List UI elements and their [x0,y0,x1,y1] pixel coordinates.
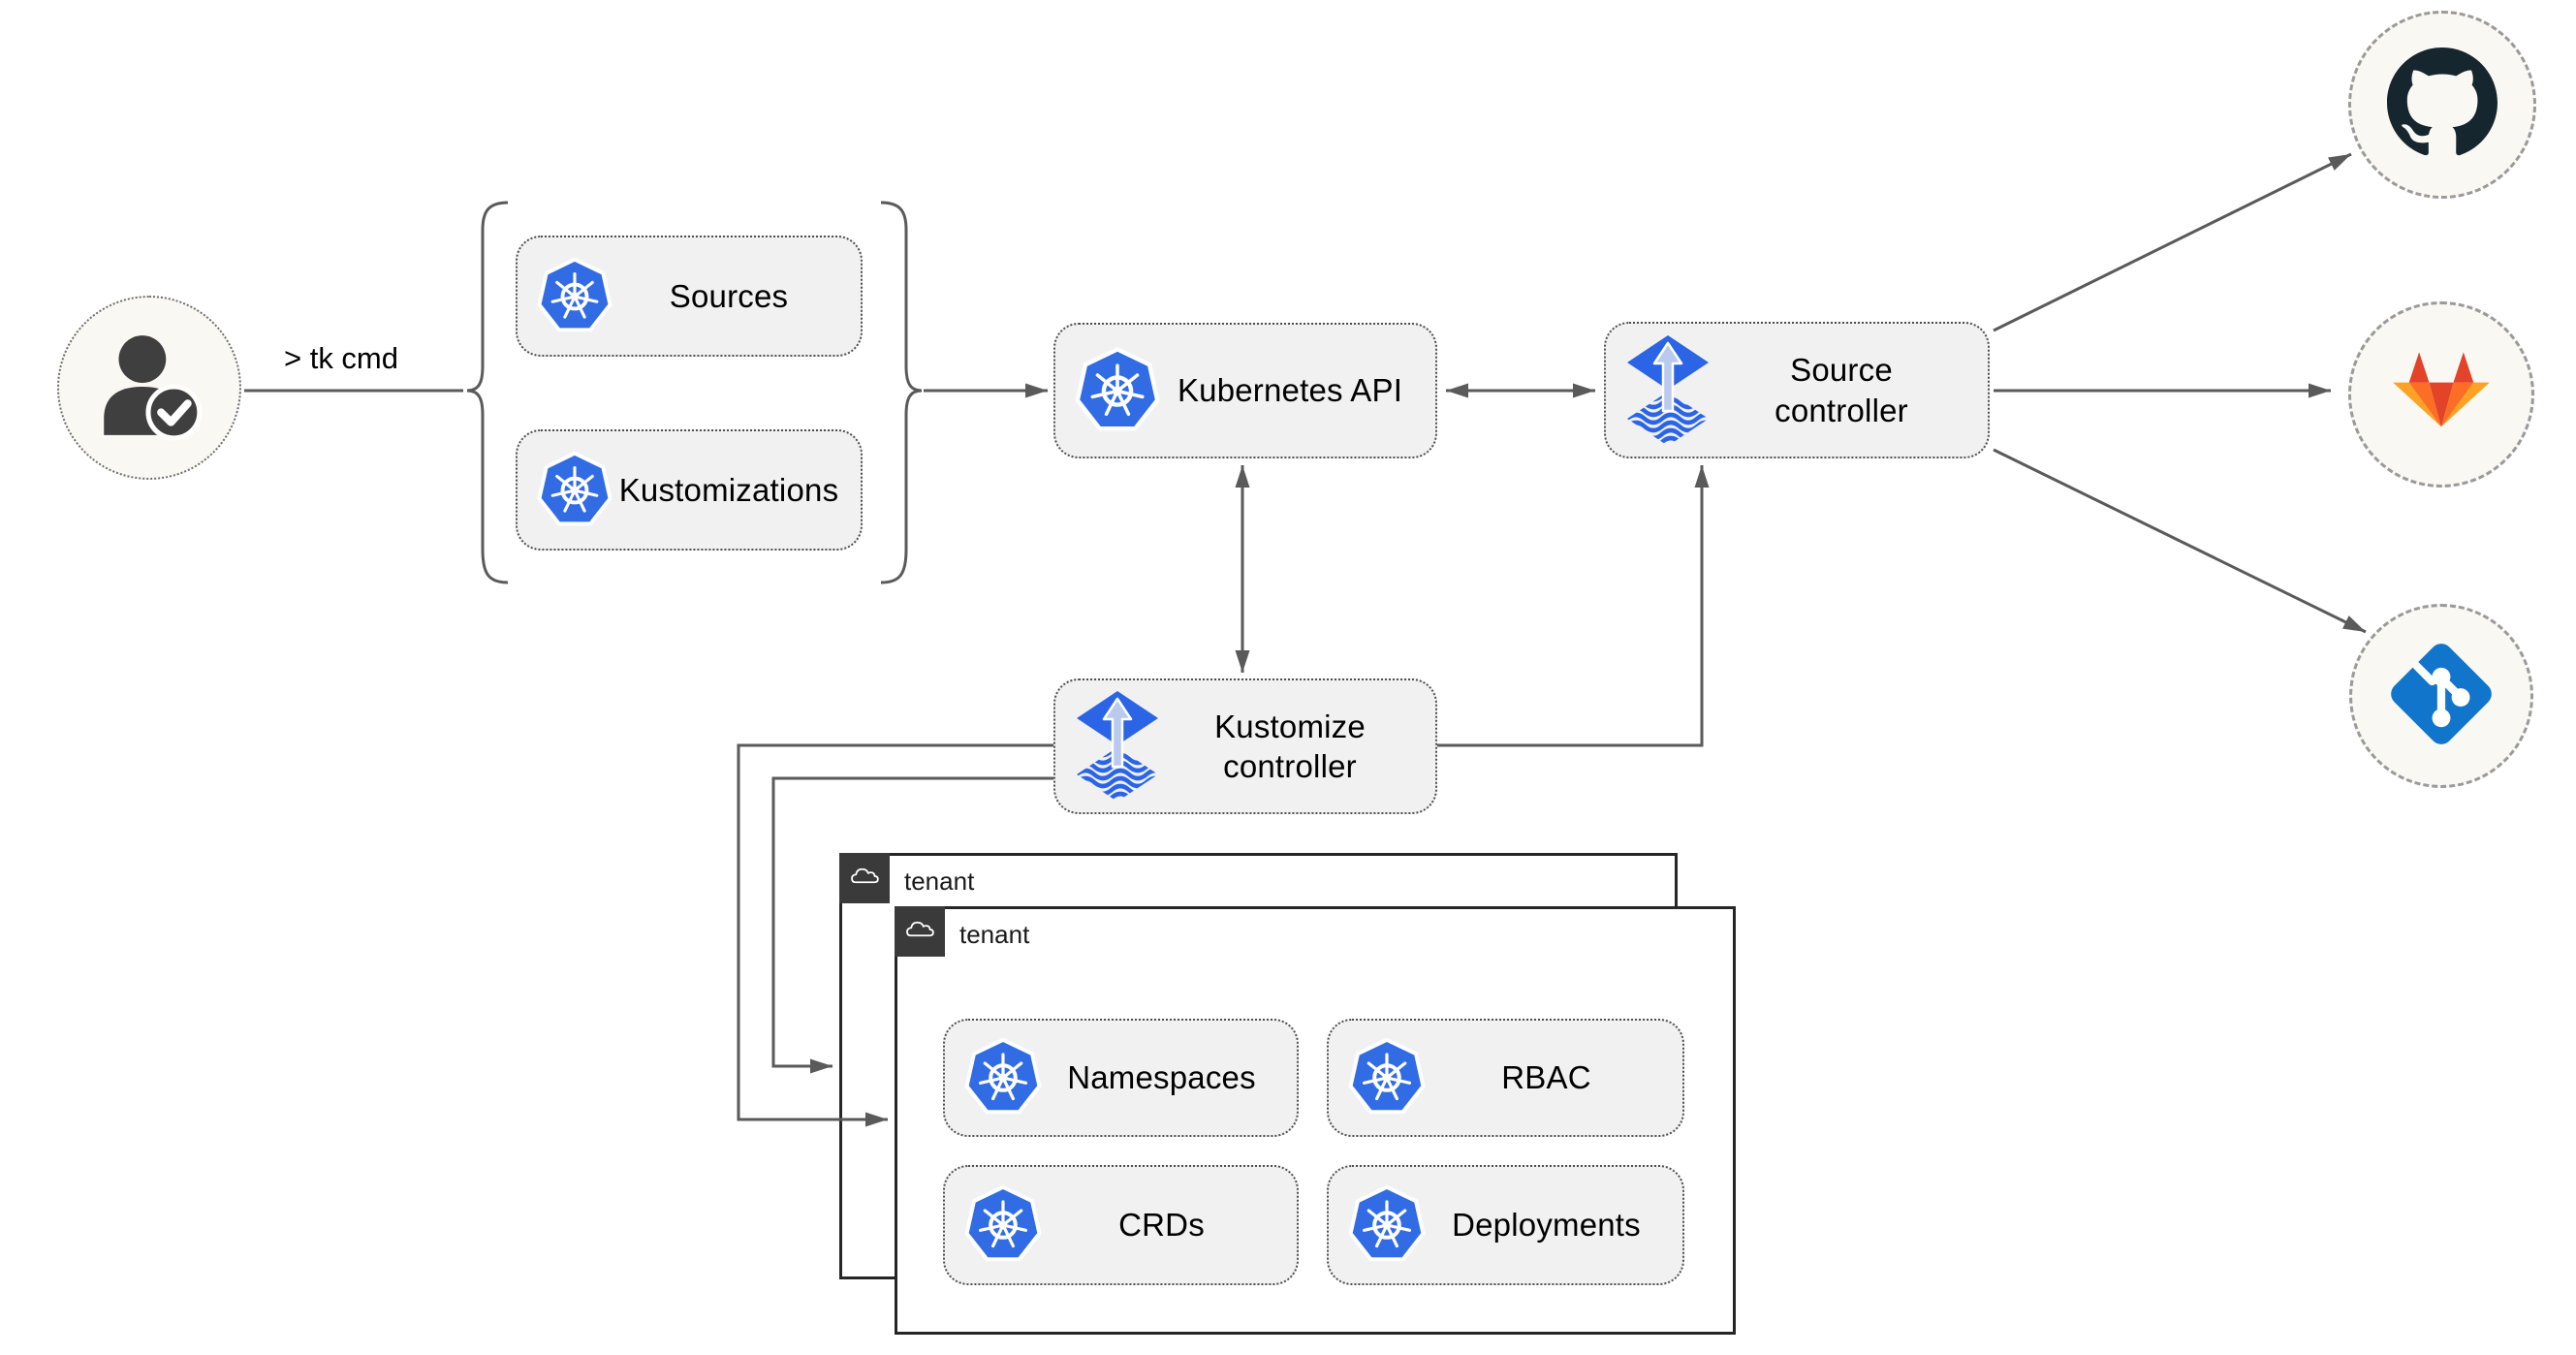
node-label-line2: controller [1223,748,1357,784]
user-check-icon [90,327,208,450]
node-rbac: RBAC [1327,1019,1684,1137]
arrow-kustomize-to-tenant-front [737,743,1053,1127]
node-label: Kustomize controller [1160,707,1435,787]
arrow-kustomize-to-source [1437,465,1710,747]
kubernetes-icon [537,256,613,337]
node-label: RBAC [1501,1059,1591,1096]
tenant-label: tenant [959,920,1030,949]
arrow-kustomize-to-tenant-back [771,776,1053,1074]
node-deployments: Deployments [1327,1165,1684,1285]
kubernetes-icon [964,1182,1042,1269]
node-label: Sources [669,277,789,314]
node-label-line1: Source [1790,352,1893,389]
kubernetes-icon [537,450,613,531]
node-namespaces: Namespaces [943,1019,1299,1137]
arrow-source-to-git [1993,448,2367,634]
gitlab-icon [2391,349,2492,441]
node-label: Source controller [1711,350,1988,430]
kubernetes-icon [964,1034,1042,1121]
kubernetes-icon [1348,1034,1426,1121]
cloud-icon [903,917,936,946]
gitlab-endpoint-circle [2348,301,2534,488]
flux-controller-icon [1075,691,1160,802]
kubernetes-icon [1348,1182,1426,1269]
tenant-label: tenant [904,867,975,896]
node-label: Kubernetes API [1177,372,1403,409]
node-label: CRDs [1118,1207,1205,1244]
node-label-line2: controller [1775,392,1908,428]
node-label: Namespaces [1067,1059,1256,1096]
node-kustomizations: Kustomizations [516,429,863,551]
node-label-line1: Kustomize [1214,708,1366,744]
github-icon [2387,47,2497,163]
github-endpoint-circle [2348,11,2536,199]
cli-command-label: > tk cmd [283,341,398,375]
cloud-icon [848,864,881,893]
grouping-bracket-left [466,201,509,584]
flux-controller-icon [1625,334,1711,446]
node-kustomize-controller: Kustomize controller [1053,678,1437,814]
node-source-controller: Source controller [1604,322,1990,458]
node-kubernetes-api: Kubernetes API [1053,323,1437,458]
node-label: Kustomizations [618,471,839,508]
cloud-tab [895,906,945,957]
git-endpoint-circle [2349,604,2533,788]
kubernetes-icon [1075,345,1160,437]
node-sources: Sources [516,236,863,357]
cloud-tab [839,853,890,903]
grouping-bracket-right [880,201,923,584]
user-avatar-circle [57,296,241,480]
node-label: Deployments [1452,1207,1641,1244]
node-crds: CRDs [943,1165,1299,1285]
arrow-source-to-github [1993,152,2352,332]
git-icon [2384,637,2498,756]
